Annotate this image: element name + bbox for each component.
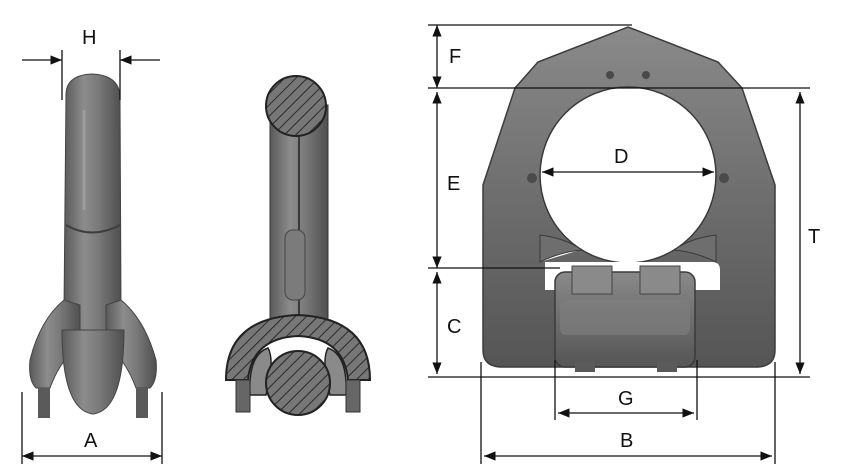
- side-view: [29, 73, 157, 418]
- label-a: A: [84, 430, 98, 452]
- label-h: H: [82, 27, 96, 49]
- label-f: F: [449, 46, 461, 68]
- label-d: D: [614, 146, 628, 168]
- label-c: C: [447, 316, 461, 338]
- label-t: T: [808, 226, 820, 248]
- label-e: E: [447, 173, 460, 195]
- label-g: G: [618, 388, 634, 410]
- front-view: [482, 26, 776, 372]
- dimension-labels: H A F E C D T G B: [82, 27, 820, 452]
- label-b: B: [620, 430, 633, 452]
- section-view: [224, 75, 372, 416]
- dimension-lines: [21, 24, 810, 464]
